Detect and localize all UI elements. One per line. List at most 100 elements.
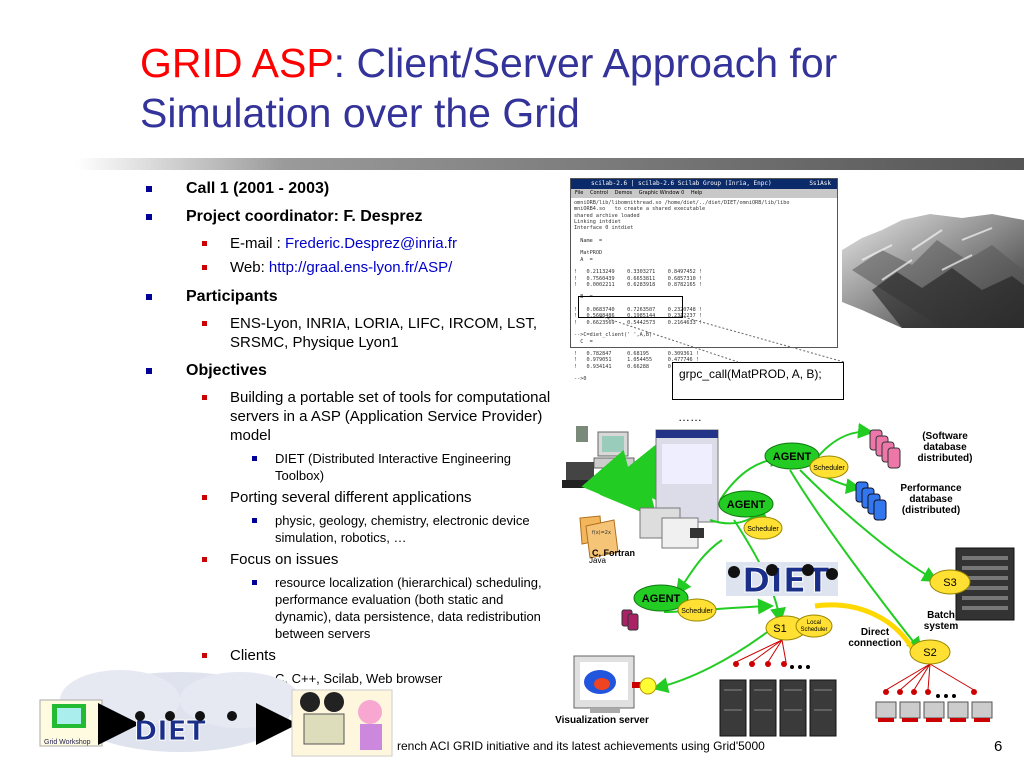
bullet-objectives: Objectives bbox=[140, 360, 560, 382]
server-s2-node: S2 bbox=[909, 639, 951, 665]
terrain-image bbox=[842, 210, 1024, 328]
scientist-cartoon-icon bbox=[291, 689, 393, 757]
bullet-square-icon bbox=[202, 653, 207, 658]
agent-label: AGENT bbox=[642, 593, 681, 605]
bullet-objective-1-sub: DIET (Distributed Interactive Engineerin… bbox=[140, 450, 560, 484]
bullet-call: Call 1 (2001 - 2003) bbox=[140, 178, 560, 200]
connection-arrow bbox=[675, 539, 723, 596]
agent-node-middle: AGENT bbox=[718, 490, 774, 518]
scheduler-node-middle: Scheduler bbox=[743, 516, 783, 540]
scheduler-label: Scheduler bbox=[681, 608, 713, 615]
connection-arrow bbox=[789, 469, 923, 654]
agent-label: AGENT bbox=[773, 451, 812, 463]
visualization-server-label: Visualization server bbox=[555, 715, 649, 726]
bullet-objective-2-sub: physic, geology, chemistry, electronic d… bbox=[140, 512, 560, 546]
performance-database-icon bbox=[855, 481, 887, 521]
callout-ellipsis: …… bbox=[678, 410, 702, 424]
bullet-square-icon bbox=[252, 580, 257, 585]
agent-node-top: AGENT bbox=[764, 442, 820, 470]
bullet-participants: Participants bbox=[140, 286, 560, 308]
scheduler-node-bottom: Scheduler bbox=[677, 598, 717, 622]
callout-pointer-line bbox=[599, 315, 739, 363]
diet-logo-icon: DIET bbox=[726, 561, 838, 602]
agent-label: AGENT bbox=[727, 499, 766, 511]
bullet-objective-3: Focus on issues bbox=[140, 550, 560, 569]
svg-text:Scheduler: Scheduler bbox=[800, 627, 827, 633]
bullet-square-icon bbox=[146, 186, 152, 192]
visualization-node bbox=[639, 677, 657, 695]
s1-label: S1 bbox=[773, 623, 786, 635]
bullet-objective-1: Building a portable set of tools for com… bbox=[140, 388, 560, 445]
source-file-text: f(x)=2x bbox=[592, 530, 611, 536]
server-racks-icon bbox=[719, 679, 837, 737]
bullet-square-icon bbox=[202, 265, 207, 270]
bullet-square-icon bbox=[252, 518, 257, 523]
languages-label-line2: Java bbox=[589, 556, 606, 565]
bullet-coordinator: Project coordinator: F. Desprez bbox=[140, 206, 560, 228]
title-red-part: GRID ASP bbox=[140, 40, 334, 86]
agent-node-bottom: AGENT bbox=[633, 584, 689, 612]
grid-workshop-logo-icon: Grid Workshop bbox=[39, 699, 103, 747]
bullet-participants-list: ENS-Lyon, INRIA, LORIA, LIFC, IRCOM, LST… bbox=[140, 314, 560, 352]
diet-footer-logo-icon: DIET bbox=[134, 711, 237, 748]
visualization-monitor-icon bbox=[573, 655, 635, 713]
page-number: 6 bbox=[994, 738, 1003, 755]
bullet-objective-4: Clients bbox=[140, 646, 560, 665]
title-blue-part: : Client/Server Approach for Simulation … bbox=[140, 40, 838, 136]
direct-connection-link bbox=[814, 602, 915, 650]
bullet-email: E-mail : Frederic.Desprez@inria.fr bbox=[140, 234, 560, 253]
direct-connection-label: Direct connection bbox=[848, 627, 902, 649]
workstations-icon bbox=[875, 701, 993, 722]
bullet-web: Web: http://graal.ens-lyon.fr/ASP/ bbox=[140, 258, 560, 277]
bullet-objective-3-sub: resource localization (hierarchical) sch… bbox=[140, 574, 560, 642]
bullet-square-icon bbox=[202, 495, 207, 500]
connection-arrow bbox=[652, 629, 771, 694]
scheduler-node-top: Scheduler bbox=[809, 455, 849, 479]
bullet-square-icon bbox=[202, 241, 207, 246]
local-database-icon bbox=[621, 609, 639, 631]
visualization-link bbox=[632, 682, 644, 688]
performance-database-label: Performance database (distributed) bbox=[900, 483, 962, 516]
s1-cluster-tree bbox=[733, 639, 810, 669]
terminal-output: omniORB/lib/libomnithread.so /home/diet/… bbox=[574, 200, 790, 383]
bullet-square-icon bbox=[252, 456, 257, 461]
svg-text:Local: Local bbox=[807, 620, 821, 626]
title-divider bbox=[76, 158, 1024, 170]
web-link[interactable]: http://graal.ens-lyon.fr/ASP/ bbox=[268, 259, 453, 276]
terminal-title-bar: scilab-2.6 | scilab-2.6 Scilab Group (In… bbox=[571, 179, 837, 189]
menu-help[interactable]: Help bbox=[690, 190, 703, 196]
server-s3-node: S3 bbox=[929, 569, 971, 595]
scheduler-label: Scheduler bbox=[813, 465, 845, 472]
menu-file[interactable]: File bbox=[575, 190, 584, 196]
s2-label: S2 bbox=[923, 647, 936, 659]
menu-graphic-window[interactable]: Graphic Window 0 bbox=[638, 190, 685, 196]
bullet-square-icon bbox=[146, 368, 152, 374]
local-scheduler-node: Local Scheduler bbox=[795, 614, 833, 638]
bullet-list: Call 1 (2001 - 2003) Project coordinator… bbox=[140, 176, 560, 691]
grid-workshop-logo-text: Grid Workshop bbox=[44, 739, 91, 746]
diet-logo-text: DIET bbox=[742, 561, 830, 601]
bullet-square-icon bbox=[202, 395, 207, 400]
scilab-terminal-window: scilab-2.6 | scilab-2.6 Scilab Group (In… bbox=[570, 178, 838, 382]
terminal-close-label: Ss1Ask bbox=[809, 180, 831, 187]
connection-arrow bbox=[799, 469, 939, 582]
terminal-menu-bar: File Control Demos Graphic Window 0 Help bbox=[571, 189, 837, 198]
slide-title: GRID ASP: Client/Server Approach for Sim… bbox=[140, 38, 1000, 138]
menu-demos[interactable]: Demos bbox=[614, 190, 633, 196]
source-files-icon: f(x)=2x bbox=[579, 515, 619, 559]
email-link[interactable]: Frederic.Desprez@inria.fr bbox=[285, 235, 457, 252]
diet-client-call-highlight bbox=[578, 296, 683, 318]
bullet-objective-2: Porting several different applications bbox=[140, 488, 560, 507]
languages-label-line1: C, Fortran bbox=[592, 548, 635, 558]
s3-label: S3 bbox=[943, 577, 956, 589]
s2-cluster-tree bbox=[883, 663, 977, 698]
bullet-square-icon bbox=[202, 321, 207, 326]
menu-control[interactable]: Control bbox=[589, 190, 609, 196]
software-database-label: (Software database distributed) bbox=[917, 431, 973, 464]
scheduler-label: Scheduler bbox=[747, 526, 779, 533]
callout-pointer-line bbox=[679, 315, 845, 363]
grpc-call-callout: grpc_call(MatPROD, A, B); bbox=[672, 362, 844, 400]
footer-text: rench ACI GRID initiative and its latest… bbox=[397, 739, 765, 753]
